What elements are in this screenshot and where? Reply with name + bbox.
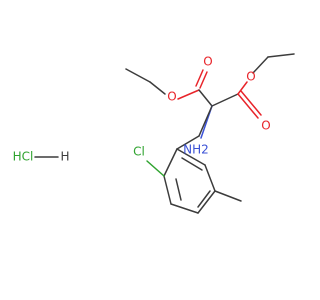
structure-diagram: O O O O NH2 Cl HCl H <box>13 53 295 214</box>
bond-o <box>177 89 200 100</box>
ring-bond <box>170 203 199 214</box>
bond <box>211 93 239 107</box>
bond <box>252 56 269 74</box>
bond-co-right <box>237 93 259 119</box>
bond-o <box>237 81 248 95</box>
bond <box>214 190 242 202</box>
ring-bond <box>197 190 216 214</box>
bond <box>198 89 213 107</box>
bond <box>176 135 200 150</box>
ring-bond <box>163 148 178 177</box>
atom-cl-ring: Cl <box>133 145 145 159</box>
ring-inner-bond <box>197 190 211 208</box>
ring-bond <box>163 175 172 205</box>
atom-o-carbonyl-left: O <box>203 55 212 69</box>
atom-hcl: HCl <box>13 150 34 164</box>
atom-o-carbonyl-right: O <box>261 119 270 133</box>
ring-inner-bond <box>181 157 203 171</box>
bond-co-right-2 <box>240 90 262 116</box>
atom-hcl-h: H <box>60 150 69 164</box>
bond <box>198 105 213 137</box>
ring-bond <box>176 148 206 166</box>
ring-bond <box>204 164 216 192</box>
ring-inner-bond <box>175 178 182 201</box>
bond <box>125 68 151 83</box>
bond <box>267 53 295 58</box>
bond <box>149 81 166 95</box>
atom-o-ester-left: O <box>167 90 176 104</box>
molecule-canvas: O O O O NH2 Cl HCl H <box>13 53 295 214</box>
bond-co-left <box>199 71 208 89</box>
bond-cl <box>146 160 165 177</box>
bond-co-left-2 <box>195 69 204 87</box>
atom-o-ester-right: O <box>246 70 255 84</box>
atom-nh2: NH2 <box>183 143 209 157</box>
